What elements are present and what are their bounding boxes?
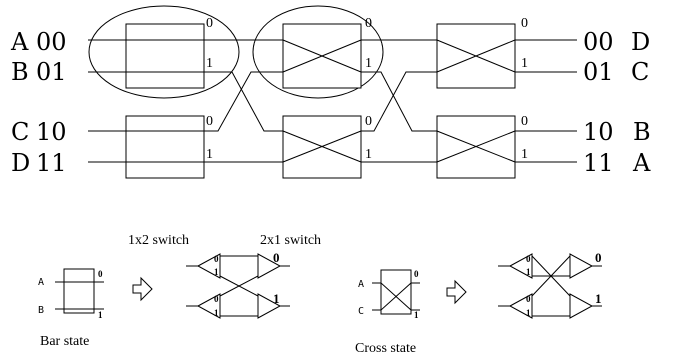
output-name-b: B <box>633 118 651 146</box>
port-label-s1-top-0: 0 <box>206 16 213 31</box>
port-label-s2-bottom-1: 1 <box>365 147 372 162</box>
bar-impl-bottom-0: 0 <box>214 294 219 304</box>
highlight-ellipse-right <box>252 5 384 99</box>
cross-input-c: C <box>358 306 364 317</box>
input-name-c: C <box>11 118 29 146</box>
input-name-a: A <box>10 28 29 56</box>
port-label-s3-top-1: 1 <box>521 56 528 71</box>
output-name-d: D <box>631 28 650 56</box>
port-label-s2-bottom-0: 0 <box>365 114 372 129</box>
arrow-right-icon <box>132 276 153 302</box>
cross-impl-bottom-0: 0 <box>526 294 531 304</box>
switch-s1-bottom-bar <box>125 115 205 179</box>
bar-input-b: B <box>38 305 44 316</box>
bar-impl-top-0: 0 <box>214 254 219 264</box>
output-name-a: A <box>632 149 651 177</box>
bar-impl-output-1: 1 <box>273 291 280 306</box>
bar-impl-bottom-1: 1 <box>214 308 219 318</box>
input-code-01: 01 <box>36 58 67 86</box>
input-name-b: B <box>11 58 29 86</box>
port-label-s3-top-0: 0 <box>521 16 528 31</box>
bar-state-label: Bar state <box>40 334 89 349</box>
network-wires <box>88 39 577 163</box>
cross-impl-bottom-1: 1 <box>526 308 531 318</box>
output-code-01: 01 <box>583 58 614 86</box>
port-label-s1-top-1: 1 <box>206 56 213 71</box>
cross-impl-output-1: 1 <box>595 291 602 306</box>
cross-port-1: 1 <box>414 310 419 320</box>
cross-impl-top-0: 0 <box>526 254 531 264</box>
switch-s3-top-cross <box>436 23 516 89</box>
bar-impl-output-0: 0 <box>273 250 280 265</box>
cross-port-0: 0 <box>414 269 419 279</box>
port-label-s3-bottom-0: 0 <box>521 114 528 129</box>
output-code-00: 00 <box>583 28 614 56</box>
output-code-11: 11 <box>583 149 614 177</box>
arrow-right-icon <box>446 279 467 305</box>
cross-impl-output-0: 0 <box>595 250 602 265</box>
port-label-s3-bottom-1: 1 <box>521 147 528 162</box>
output-code-10: 10 <box>583 118 614 146</box>
port-label-s2-top-0: 0 <box>365 16 372 31</box>
port-label-s1-bottom-1: 1 <box>206 147 213 162</box>
input-code-11: 11 <box>36 149 67 177</box>
input-name-d: D <box>11 149 30 177</box>
cross-implementation <box>498 253 602 319</box>
cross-state-switch <box>372 269 420 315</box>
switch-s3-bottom-cross <box>436 115 516 179</box>
cross-input-a: A <box>358 279 364 290</box>
switch-1x2-label: 1x2 switch <box>128 233 189 248</box>
cross-state-label: Cross state <box>355 341 416 356</box>
bar-impl-top-1: 1 <box>214 267 219 277</box>
switch-s2-top-cross <box>282 23 362 89</box>
port-label-s2-top-1: 1 <box>365 56 372 71</box>
bar-port-1: 1 <box>98 310 103 320</box>
highlight-ellipse-left <box>88 5 240 99</box>
port-label-s1-bottom-0: 0 <box>206 114 213 129</box>
cross-impl-top-1: 1 <box>526 267 531 277</box>
input-code-10: 10 <box>36 118 67 146</box>
bar-port-0: 0 <box>98 269 103 279</box>
bar-input-a: A <box>38 277 44 288</box>
input-code-00: 00 <box>36 28 67 56</box>
bar-implementation <box>186 253 290 319</box>
bar-state-switch <box>55 268 104 314</box>
switch-2x1-label: 2x1 switch <box>260 233 321 248</box>
switch-s2-bottom-cross <box>282 115 362 179</box>
output-name-c: C <box>631 58 649 86</box>
switch-s1-top-bar <box>125 23 205 89</box>
